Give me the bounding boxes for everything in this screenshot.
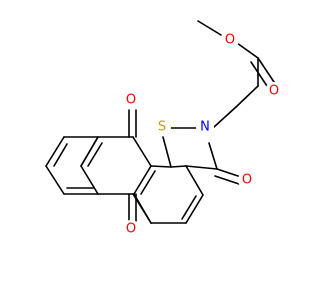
bond-c6b-c10a-inner [80,136,99,167]
bond-lines [45,20,277,224]
bond-c4-c5-inner [181,195,197,220]
bond-o-carbonyl-c [236,42,259,59]
bond-n-c3 [208,142,218,170]
bond-c10-c9-inner [53,143,68,167]
bond-c3a-c4 [185,165,204,196]
bond-c4-c5 [185,194,204,224]
atom-lactam-oxygen: O [242,173,252,188]
bond-carbonyl-c-o-2 [250,61,270,90]
bond-c10-c9 [45,136,65,167]
bond-c3-o-2 [214,175,240,185]
label-bg [196,118,214,136]
label-bg [238,171,256,189]
bond-c9a-c3a [170,165,187,168]
label-bg [265,82,283,100]
atom-labels: O O S N O O O [122,31,283,238]
bond-ch2-n [213,106,237,128]
bond-c11a-c9a [150,165,172,168]
bond-c11b-c11a [133,165,152,195]
bond-c6b-c6a [80,165,99,195]
bond-c11a-c11 [132,136,152,167]
bond-ch2 [235,85,259,108]
label-bg [122,220,140,238]
bond-methyl-o [197,20,222,36]
label-bg [122,91,140,109]
label-bg [153,118,171,136]
bond-c3-o-1 [216,168,242,178]
bond-s-c9a [162,136,172,168]
atom-quinone-oxygen-top: O [126,93,136,108]
bond-c11b-c11a-inner [140,170,156,195]
atom-ester-carbonyl-oxygen: O [269,84,279,99]
atom-methoxy-oxygen: O [225,33,235,48]
bond-c3-c3a [185,165,218,170]
atom-sulfur: S [158,120,166,135]
bond-c6b-c10a-inner-2 [87,142,103,167]
atom-nitrogen: N [200,120,210,135]
atom-quinone-oxygen-bottom: O [126,222,136,237]
bond-carbonyl-c-o-1 [257,57,277,86]
molecule-structure: O O S N O O O [45,20,283,238]
label-bg [221,31,239,49]
bond-c9-c8 [45,165,65,195]
